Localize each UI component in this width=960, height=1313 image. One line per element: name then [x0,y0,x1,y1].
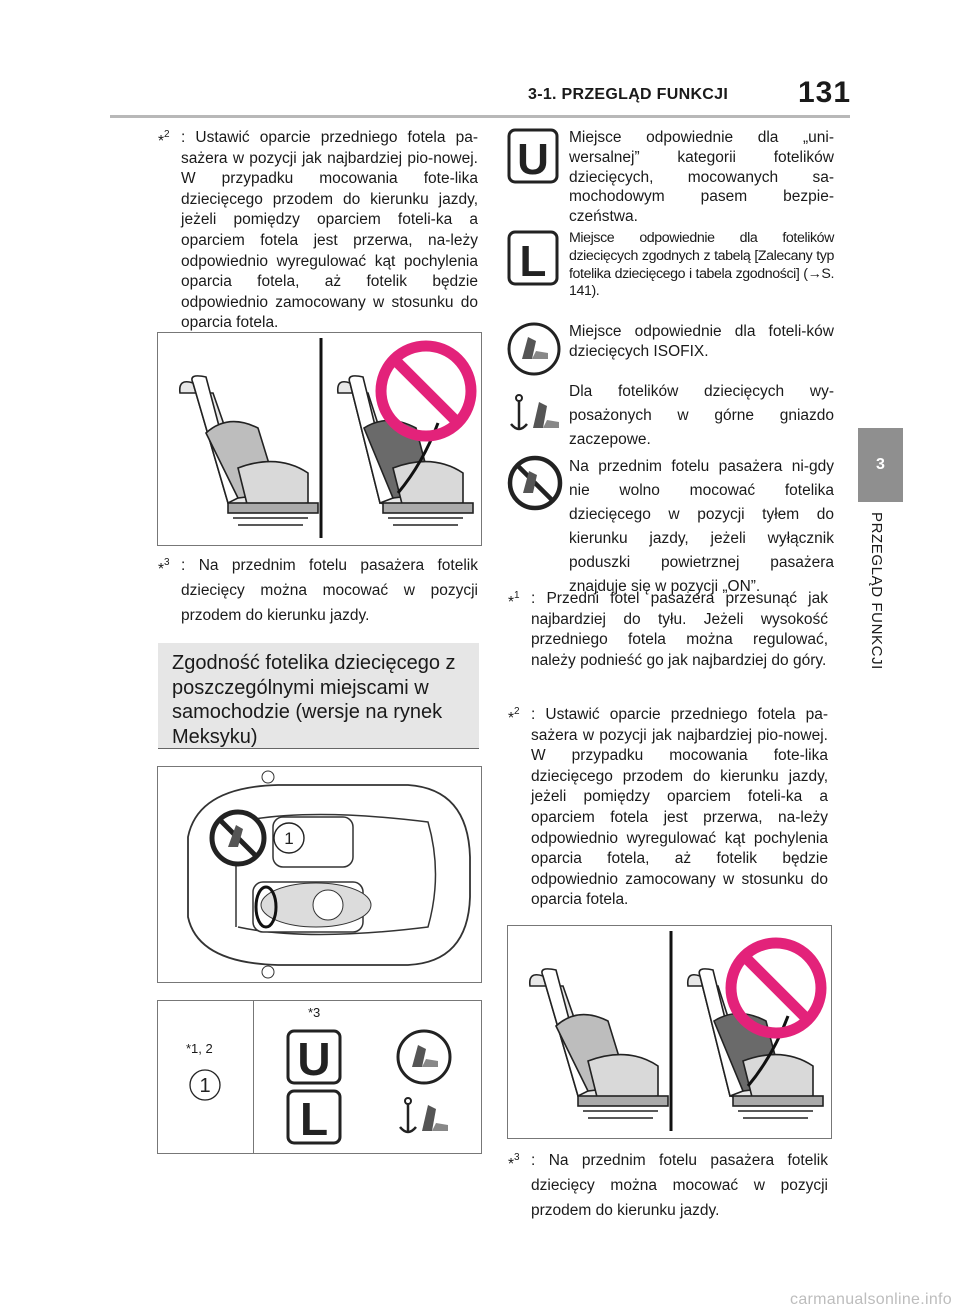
note-mark: *2 [158,129,170,151]
legend-text-l: Miejsce odpowiednie dla fotelików dzieci… [569,230,834,300]
l-category-icon: L [507,230,559,286]
left-note-2-text: : Ustawić oparcie przedniego fotela pa-s… [181,129,478,332]
section-title: 3-1. PRZEGLĄD FUNKCJI [528,86,729,103]
svg-text:L: L [300,1093,328,1145]
compatibility-heading: Zgodność fotelika dziecięcego z poszczeg… [158,643,479,749]
prohibition-icon [725,937,827,1039]
isofix-icon [396,1029,452,1085]
universal-u-icon: U [286,1029,342,1085]
note-mark: *3 [158,557,170,579]
seat-position-1-marker: 1 [273,822,305,854]
page-number: 131 [798,76,852,109]
isofix-icon [507,322,561,376]
seat-position-1-circle: 1 [189,1069,221,1101]
right-note-3-text: : Na przednim fotelu pasażera fotelik dz… [531,1152,828,1219]
note-mark: *2 [508,706,520,728]
legend-text-isofix: Miejsce odpowiednie dla foteli-ków dziec… [569,323,834,360]
watermark: carmanualsonline.info [790,1291,952,1308]
top-tether-icon [510,394,559,431]
chapter-tab: 3 [858,428,903,502]
vehicle-top-view: 1 [187,770,471,979]
left-note-2: *2 : Ustawić oparcie przedniego fotela p… [158,128,478,334]
right-note-2-text: : Ustawić oparcie przedniego fotela pa-s… [531,706,828,909]
seat-correct-icon [178,375,319,526]
prohibited-isofix-icon [507,455,563,511]
svg-text:1: 1 [284,829,293,848]
seat-adjustment-figure [157,332,482,546]
chapter-side-label: PRZEGLĄD FUNKCJI [868,512,885,670]
note-mark: *1 [508,590,520,612]
table-header-position: *3 [308,1005,321,1020]
legend-text-universal: Miejsce odpowiednie dla „uni-wersalnej” … [569,129,834,226]
driver-figure [254,882,372,929]
seat-adjustment-illustration-2 [528,931,827,1131]
right-note-1-text: : Przedni fotel pasażera przesunąć jak n… [531,590,828,669]
legend-text-prohibited: Na przednim fotelu pasażera ni-gdy nie w… [569,458,834,595]
svg-text:L: L [520,237,547,286]
svg-text:U: U [517,135,549,184]
l-category-icon: L [286,1089,342,1145]
right-note-1: *1 : Przedni fotel pasażera przesunąć ja… [508,589,828,671]
svg-text:U: U [297,1033,330,1085]
right-note-2: *2 : Ustawić oparcie przedniego fotela p… [508,705,828,911]
seat-adjustment-figure-2 [507,925,832,1139]
legend-text-top-tether: Dla fotelików dziecięcych wy-posażonych … [569,383,834,448]
svg-text:1: 1 [199,1075,210,1097]
seat-incorrect-icon [336,375,474,526]
top-tether-icon [399,1097,448,1134]
left-note-3: *3 : Na przednim fotelu pasażera fotelik… [158,553,478,628]
right-note-3: *3 : Na przednim fotelu pasażera fotelik… [508,1148,828,1223]
table-divider [253,1001,254,1153]
seat-adjustment-illustration [178,338,477,538]
prohibited-isofix-icon [209,809,267,867]
seat-correct-icon [528,968,669,1119]
seat-incorrect-icon [686,968,824,1119]
compatibility-heading-text: Zgodność fotelika dziecięcego z poszczeg… [172,652,456,748]
header-rule [110,115,850,118]
vehicle-seating-diagram: 1 [157,766,482,983]
table-header-seat: *1, 2 [186,1041,213,1056]
compatibility-table: *1, 2 *3 1 U L [157,1000,482,1154]
note-mark: *3 [508,1152,520,1174]
prohibition-icon [375,340,477,442]
chapter-tab-number: 3 [876,456,885,473]
universal-u-icon: U [507,128,559,184]
left-note-3-text: : Na przednim fotelu pasażera fotelik dz… [181,557,478,624]
